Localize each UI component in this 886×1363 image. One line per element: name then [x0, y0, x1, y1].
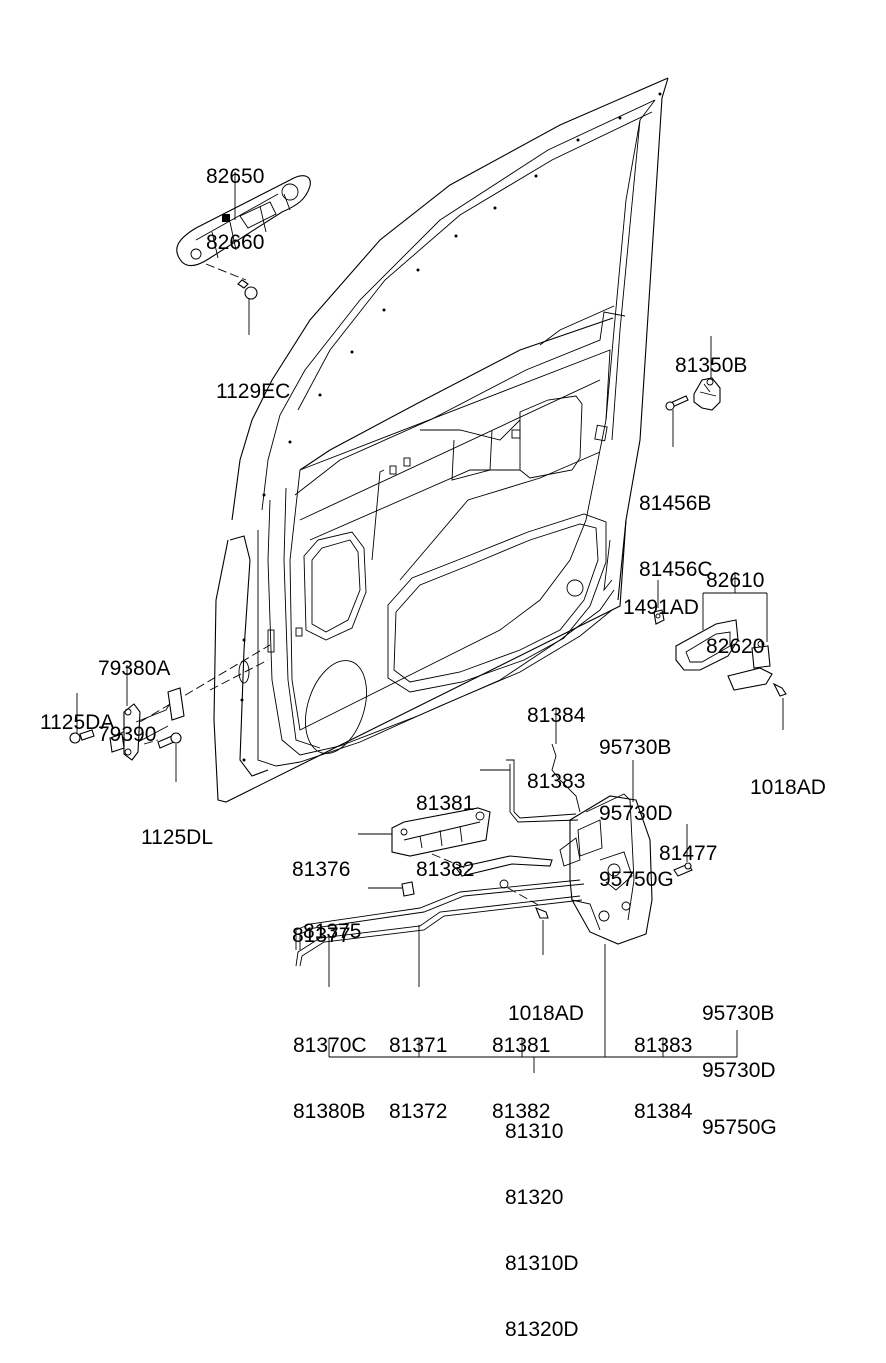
part-number: 82620	[706, 635, 765, 658]
clip-drawing	[653, 609, 665, 625]
part-number: 81310D	[505, 1252, 579, 1275]
group-member-lock-rod[interactable]: 81383 81384	[634, 991, 692, 1145]
bolt-1129EC-drawing	[237, 279, 258, 300]
callout-striker-bolt[interactable]: 81456B 81456C	[639, 449, 713, 603]
striker-drawing	[693, 377, 721, 411]
group-member-handle-rod[interactable]: 81381 81382	[492, 991, 550, 1145]
callout-rod-holder[interactable]: 81376 81377	[292, 815, 350, 969]
callout-door-checker[interactable]: 79380A 79390	[98, 614, 170, 768]
outside-handle-drawing	[176, 175, 311, 281]
part-number: 1018AD	[508, 1002, 584, 1025]
part-number: 95730B	[599, 736, 672, 759]
leader-lines	[76, 172, 784, 1073]
part-number: 81377	[292, 924, 351, 947]
part-number: 81384	[527, 704, 586, 727]
part-number: 81383	[634, 1034, 693, 1057]
group-member-long-rod[interactable]: 81370C 81380B	[293, 991, 367, 1145]
callout-lock-rod[interactable]: 81384 81383	[527, 661, 585, 815]
lever-screw-drawing	[535, 907, 549, 919]
callout-lock-actuator[interactable]: 95730B 95730D 95750G	[599, 693, 674, 913]
part-number: 81375	[303, 920, 362, 943]
latch-assembly-drawing	[559, 793, 653, 945]
part-number: 81320D	[505, 1318, 579, 1341]
callout-inside-handle[interactable]: 82610 82620	[706, 526, 764, 680]
callout-inside-handle-screw[interactable]: 1018AD	[750, 733, 826, 821]
door-panel	[117, 77, 669, 803]
part-number: 81320	[505, 1186, 564, 1209]
part-number: 1129EC	[216, 380, 291, 403]
callout-outside-handle-rod[interactable]: 81381 81382	[416, 749, 474, 903]
callout-checker-bolt[interactable]: 1125DA	[40, 668, 114, 756]
part-number: 81383	[527, 770, 586, 793]
part-number: 82660	[206, 231, 265, 254]
callout-handle-bolt[interactable]: 1129EC	[216, 337, 290, 425]
checker-bolt-1125DL-drawing	[143, 732, 182, 749]
part-number: 81381	[416, 792, 475, 815]
callout-rod-clip[interactable]: 81375	[303, 877, 361, 965]
inside-handle-drawing	[675, 619, 773, 691]
part-number: 82650	[206, 165, 265, 188]
part-number: 95730D	[599, 802, 673, 825]
part-number: 81456B	[639, 492, 712, 515]
part-number: 81376	[292, 858, 351, 881]
part-number: 95750G	[599, 868, 674, 891]
group-parent-latch-assembly[interactable]: 81310 81320 81310D 81320D	[505, 1077, 579, 1363]
callout-latch-screw[interactable]: 81477	[659, 799, 717, 887]
part-number: 95750G	[702, 1116, 777, 1139]
door-checker-drawing	[109, 687, 185, 761]
part-number: 79380A	[98, 657, 171, 680]
part-number: 81477	[659, 842, 718, 865]
part-number: 79390	[98, 723, 157, 746]
part-number: 81371	[389, 1034, 448, 1057]
callout-clip[interactable]: 1491AD	[623, 553, 699, 641]
callout-checker-bolt-body[interactable]: 1125DL	[141, 783, 213, 871]
part-number: 81310	[505, 1120, 564, 1143]
parts-diagram	[69, 77, 787, 1073]
rod-clip-drawing	[401, 881, 415, 897]
part-number: 81381	[492, 1034, 551, 1057]
checker-bolt-1125DA-drawing	[69, 729, 95, 744]
part-number: 1125DA	[40, 711, 115, 734]
callout-lever-screw[interactable]: 1018AD	[508, 959, 584, 1047]
part-number: 81372	[389, 1100, 448, 1123]
part-number: 81380B	[293, 1100, 366, 1123]
group-member-actuator[interactable]: 95730B 95730D 95750G	[702, 966, 777, 1156]
lock-rods-drawing	[295, 743, 585, 967]
part-number: 1491AD	[623, 596, 699, 619]
part-number: 1125DL	[141, 826, 214, 849]
part-number: 81382	[416, 858, 475, 881]
callout-door-striker[interactable]: 81350B	[675, 311, 747, 399]
part-number: 95730B	[702, 1002, 775, 1025]
callout-outside-handle[interactable]: 82650 82660	[206, 122, 264, 276]
part-number: 1018AD	[750, 776, 826, 799]
striker-bolt-drawing	[665, 395, 689, 411]
part-number: 81384	[634, 1100, 693, 1123]
inside-handle-screw-drawing	[772, 682, 787, 697]
part-number: 82610	[706, 569, 765, 592]
part-number: 81456C	[639, 558, 713, 581]
part-number: 81350B	[675, 354, 748, 377]
group-member-rod[interactable]: 81371 81372	[389, 991, 447, 1145]
part-number: 95730D	[702, 1059, 776, 1082]
latch-screw-drawing	[673, 862, 693, 877]
part-number: 81370C	[293, 1034, 367, 1057]
part-number: 81382	[492, 1100, 551, 1123]
